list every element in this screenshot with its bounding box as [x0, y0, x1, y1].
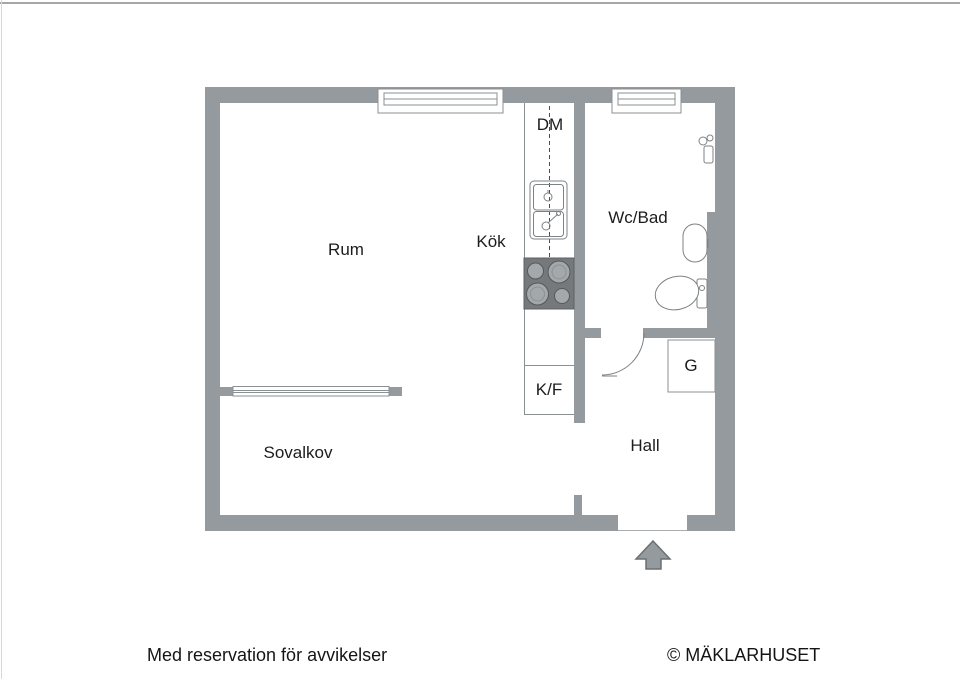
left-divider-line	[1, 0, 2, 679]
entrance-arrow-icon	[634, 539, 672, 570]
wall-kitchen-wc	[574, 103, 585, 423]
wall-hall-stub	[574, 495, 582, 515]
window-wc-icon	[611, 88, 682, 114]
toilet-icon	[654, 275, 708, 311]
wall-wc-bottom-right	[643, 328, 708, 338]
washbasin-icon	[682, 223, 709, 263]
wc-door-arc	[601, 332, 645, 377]
window-rum-icon	[377, 88, 504, 114]
footer-disclaimer: Med reservation för avvikelser	[147, 645, 388, 665]
top-divider-line	[0, 2, 960, 4]
wall-right	[715, 87, 735, 531]
room-label-sovalkov: Sovalkov	[263, 443, 333, 462]
room-label-kok: Kök	[476, 232, 506, 251]
wall-wc-bottom-left	[585, 328, 601, 338]
fridge-freezer-box	[524, 365, 574, 415]
shower-mixer-icon	[698, 134, 714, 164]
wall-bottom-left	[205, 515, 618, 531]
wall-left	[205, 87, 220, 531]
room-label-g: G	[684, 356, 698, 375]
room-label-kf: K/F	[535, 380, 563, 399]
room-label-wcbad: Wc/Bad	[608, 208, 668, 227]
glass-partition	[220, 386, 402, 397]
kitchen-sink-icon	[529, 180, 568, 240]
room-label-hall: Hall	[630, 436, 660, 455]
footer-brand: © MÄKLARHUSET	[667, 645, 821, 665]
room-label-dm: DM	[536, 115, 564, 134]
wardrobe-box	[667, 339, 716, 393]
room-label-rum: Rum	[328, 240, 364, 259]
wall-right-wc-protrusion	[707, 212, 716, 338]
stove-icon	[523, 257, 575, 310]
